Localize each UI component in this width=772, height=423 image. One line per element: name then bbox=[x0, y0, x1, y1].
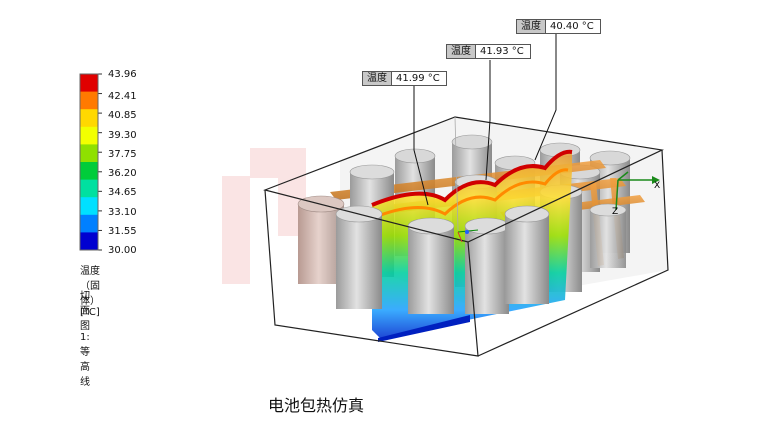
legend-tick-label: 37.75 bbox=[108, 149, 137, 160]
legend-frame bbox=[79, 73, 99, 251]
legend-tick-label: 34.65 bbox=[108, 187, 137, 198]
legend-tick-label: 30.00 bbox=[108, 245, 137, 256]
legend-color-block bbox=[80, 179, 98, 198]
probe-value: 40.40 °C bbox=[550, 21, 594, 32]
temperature-probe-1[interactable]: 温度 41.99 °C bbox=[362, 71, 447, 86]
legend-tick-label: 31.55 bbox=[108, 226, 137, 237]
legend-tick-label: 39.30 bbox=[108, 130, 137, 141]
legend-tick-label: 43.96 bbox=[108, 69, 137, 80]
temperature-probe-2[interactable]: 温度 41.93 °C bbox=[446, 44, 531, 59]
legend-color-block bbox=[80, 162, 98, 181]
enclosure-wireframe bbox=[263, 116, 669, 357]
coordinate-triad: X Z bbox=[612, 171, 660, 217]
legend-tick-label: 36.20 bbox=[108, 168, 137, 179]
probe-value: 41.99 °C bbox=[396, 73, 440, 84]
probe-label: 温度 bbox=[363, 72, 392, 85]
mini-triad bbox=[457, 229, 479, 243]
legend-color-block bbox=[80, 74, 98, 93]
legend-color-block bbox=[80, 144, 98, 163]
probe-label: 温度 bbox=[517, 20, 546, 33]
axis-z-label: Z bbox=[612, 207, 618, 217]
legend-color-block bbox=[80, 197, 98, 216]
color-scale-bar bbox=[79, 73, 102, 251]
probe-value: 41.93 °C bbox=[480, 46, 524, 57]
legend-color-block bbox=[80, 232, 98, 251]
probe-label: 温度 bbox=[447, 45, 476, 58]
figure-caption: 电池包热仿真 bbox=[268, 396, 365, 415]
axis-x-label: X bbox=[654, 181, 660, 191]
legend-color-block bbox=[80, 126, 98, 145]
legend-color-block bbox=[80, 214, 98, 233]
callout-leaders bbox=[413, 34, 557, 206]
temperature-probe-3[interactable]: 温度 40.40 °C bbox=[516, 19, 601, 34]
legend-color-block bbox=[80, 91, 98, 110]
legend-tick-label: 40.85 bbox=[108, 110, 137, 121]
legend-color-block bbox=[80, 109, 98, 128]
legend-title: 温度（固体）[°C] bbox=[80, 266, 100, 318]
legend-tick-label: 33.10 bbox=[108, 207, 137, 218]
battery-cells-front bbox=[297, 195, 627, 314]
legend-tick-label: 42.41 bbox=[108, 91, 137, 102]
section-label: 切面图 1: 等高线 bbox=[80, 291, 90, 388]
